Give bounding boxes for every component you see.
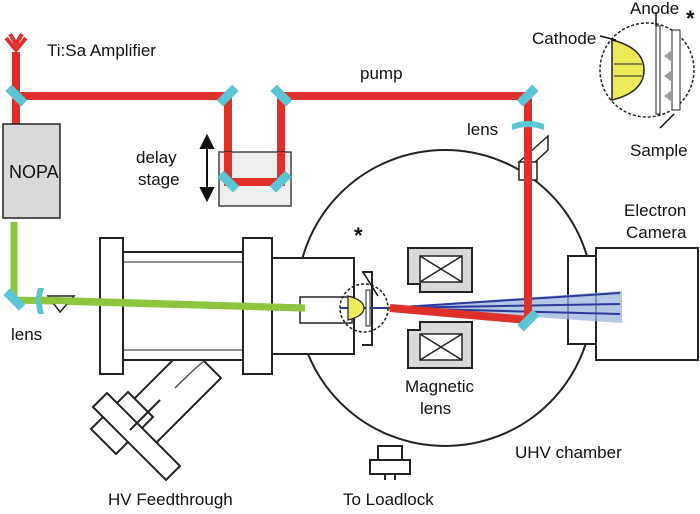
mirror-1 bbox=[5, 84, 28, 107]
label-nopa: NOPA bbox=[9, 162, 59, 182]
pump-beam-thin bbox=[387, 306, 525, 322]
inset-zoom bbox=[599, 12, 695, 129]
label-magnetic-1: Magnetic bbox=[405, 377, 474, 396]
label-stage: stage bbox=[138, 170, 180, 189]
label-lens-top: lens bbox=[467, 120, 498, 139]
label-cathode: Cathode bbox=[532, 29, 596, 48]
mirrors bbox=[3, 84, 540, 332]
electron-fan bbox=[388, 291, 622, 323]
mirror-2 bbox=[216, 84, 239, 107]
label-hv: HV Feedthrough bbox=[108, 490, 233, 509]
label-pump: pump bbox=[360, 64, 403, 83]
cathode-zoom-circle bbox=[339, 283, 389, 333]
loadlock-port bbox=[369, 445, 411, 480]
lens-top-icon bbox=[512, 121, 544, 130]
label-camera-1: Electron bbox=[624, 201, 686, 220]
label-laser: Ti:Sa Amplifier bbox=[47, 41, 156, 60]
mirror-4 bbox=[516, 84, 539, 107]
hv-feedthrough bbox=[89, 343, 223, 482]
label-uhv: UHV chamber bbox=[515, 443, 622, 462]
label-delay: delay bbox=[136, 148, 177, 167]
magnetic-lens bbox=[407, 247, 473, 369]
mirror-6 bbox=[269, 170, 292, 193]
label-camera-2: Camera bbox=[626, 223, 687, 242]
sample-inset bbox=[671, 29, 681, 111]
cathode-holder bbox=[299, 296, 353, 324]
delay-arrow bbox=[199, 133, 215, 203]
label-loadlock: To Loadlock bbox=[343, 490, 434, 509]
cathode-inset bbox=[611, 39, 645, 101]
label-magnetic-2: lens bbox=[420, 399, 451, 418]
label-lens-left: lens bbox=[11, 325, 42, 344]
mirror-5 bbox=[217, 170, 240, 193]
cathode-main bbox=[347, 295, 365, 321]
nopa-box bbox=[2, 123, 61, 219]
mirror-7 bbox=[3, 288, 26, 311]
mirror-3 bbox=[270, 84, 293, 107]
pump-viewport bbox=[517, 134, 549, 181]
label-anode: Anode bbox=[630, 0, 679, 18]
laser-icon bbox=[4, 32, 28, 54]
anode-inset bbox=[655, 25, 661, 115]
label-sample: Sample bbox=[630, 141, 688, 160]
label-star-main: * bbox=[354, 223, 363, 248]
label-star-inset: * bbox=[686, 6, 695, 31]
